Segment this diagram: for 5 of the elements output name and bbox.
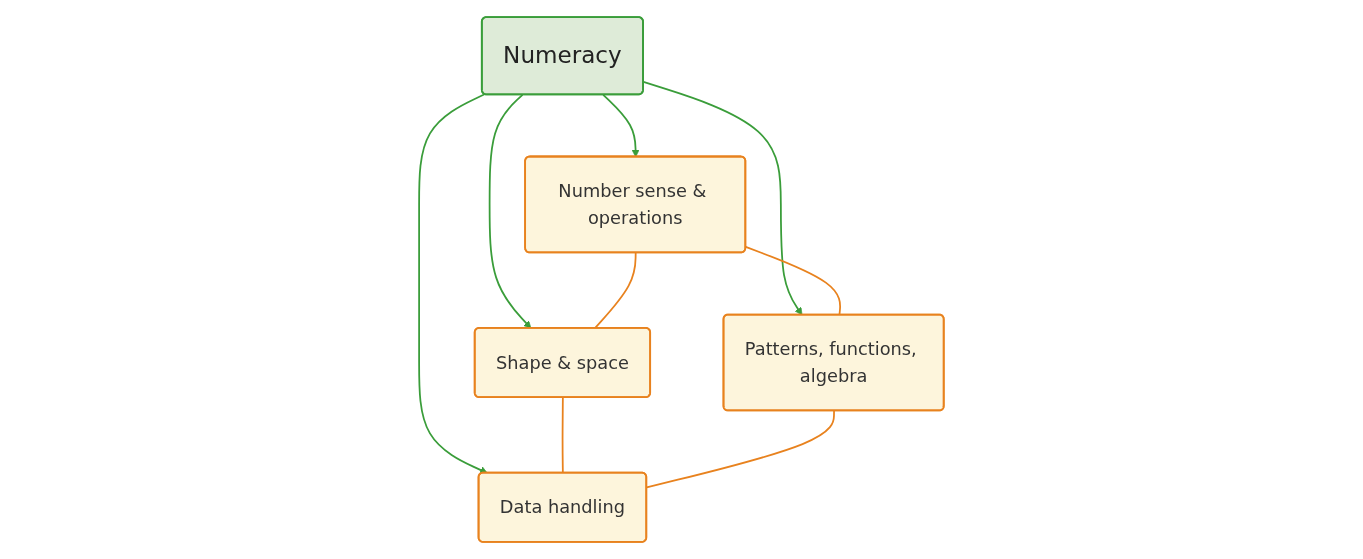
connector xyxy=(745,246,842,316)
arrow xyxy=(418,93,488,474)
arrow xyxy=(488,93,532,329)
connector xyxy=(561,396,564,474)
arrow xyxy=(602,93,640,158)
